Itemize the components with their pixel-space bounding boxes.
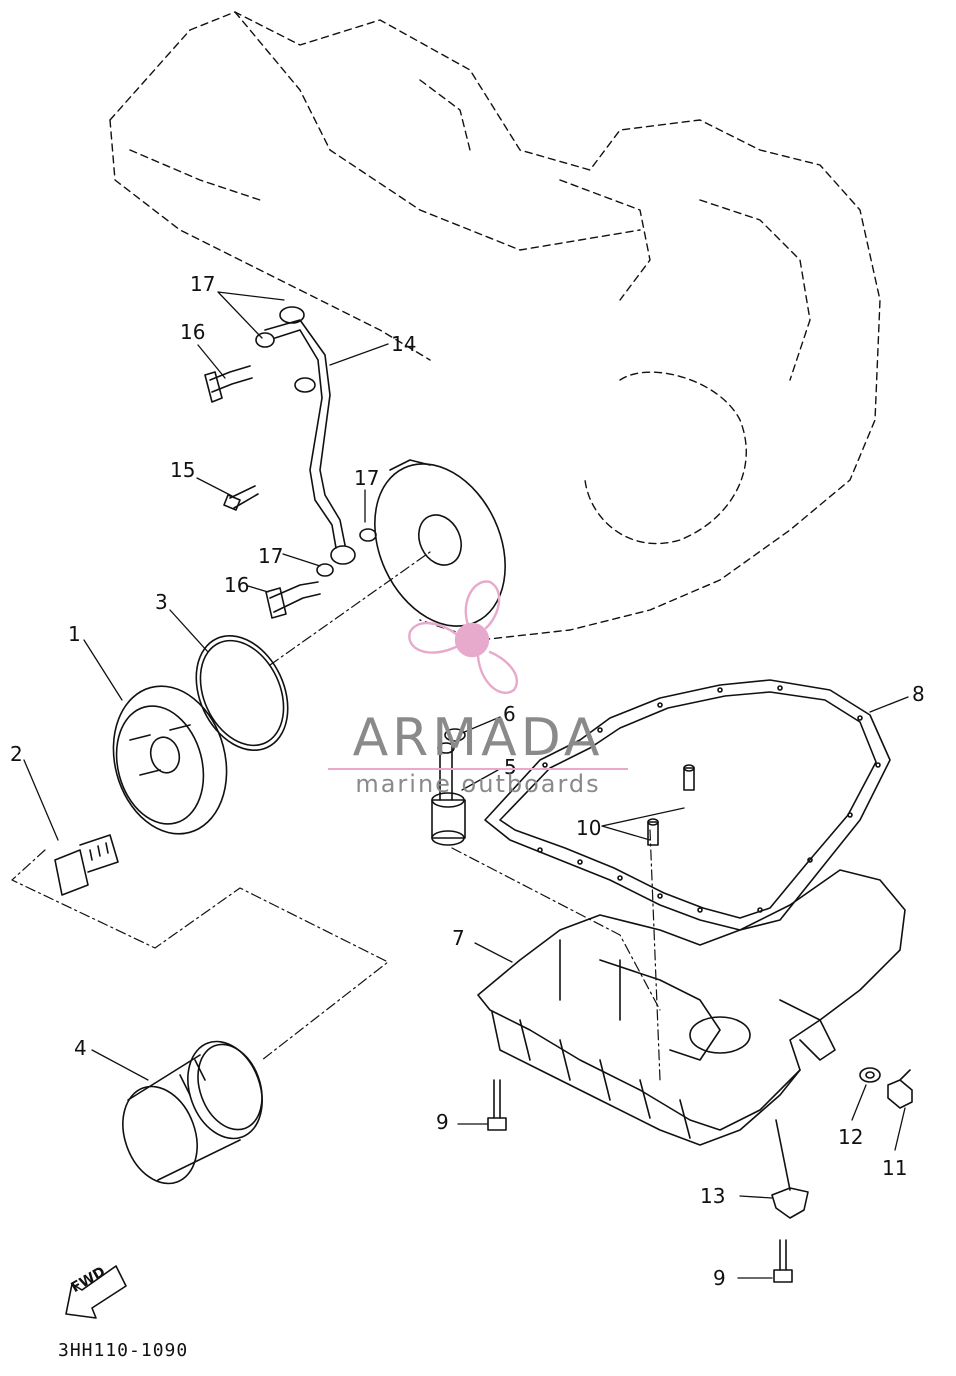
oil-filter [122,1040,263,1185]
callout-2: 2 [10,742,23,766]
callout-12: 12 [838,1125,864,1149]
callout-9-upper: 9 [436,1110,449,1134]
watermark-tagline: marine outboards [355,770,601,798]
callout-11: 11 [882,1156,908,1180]
relief-valve [431,728,466,846]
callout-6: 6 [503,702,516,726]
callout-4: 4 [74,1036,87,1060]
armada-watermark: ARMADA marine outboards [328,712,628,796]
drain-plug [859,1067,913,1109]
callout-5: 5 [504,755,517,779]
callout-16-top: 16 [180,320,206,344]
bolts-lower [487,1079,793,1283]
oil-pan [477,869,906,1146]
watermark-rule [328,768,628,770]
washers [255,332,377,577]
filter-mount-boss [374,459,506,627]
callout-7: 7 [452,926,465,950]
callout-17-top: 17 [190,272,216,296]
fwd-arrow-icon [65,1265,127,1319]
armada-propeller-icon [408,580,518,694]
o-ring [195,634,289,752]
callout-16-low: 16 [224,573,250,597]
part-code: 3HH110-1090 [58,1340,189,1361]
callout-3: 3 [155,590,168,614]
watermark-name: ARMADA [352,708,604,768]
bracket-13 [771,1119,809,1219]
callout-17-low: 17 [258,544,284,568]
leader-lines [23,291,909,1279]
engine-block-outline [109,11,881,641]
bolts-upper [204,365,321,619]
callout-9-lower: 9 [713,1266,726,1290]
oil-pan-gasket [484,679,891,931]
callout-14: 14 [391,332,417,356]
callout-13: 13 [700,1184,726,1208]
callout-8: 8 [912,682,925,706]
dowel-pins [647,764,695,846]
assembly-guide-lines [11,551,661,1081]
callout-1: 1 [68,622,81,646]
callout-10: 10 [576,816,602,840]
union-bolt [54,834,119,896]
oil-pipe [264,306,356,565]
callout-17-mid: 17 [354,466,380,490]
callout-15: 15 [170,458,196,482]
oil-cooler [112,685,228,835]
